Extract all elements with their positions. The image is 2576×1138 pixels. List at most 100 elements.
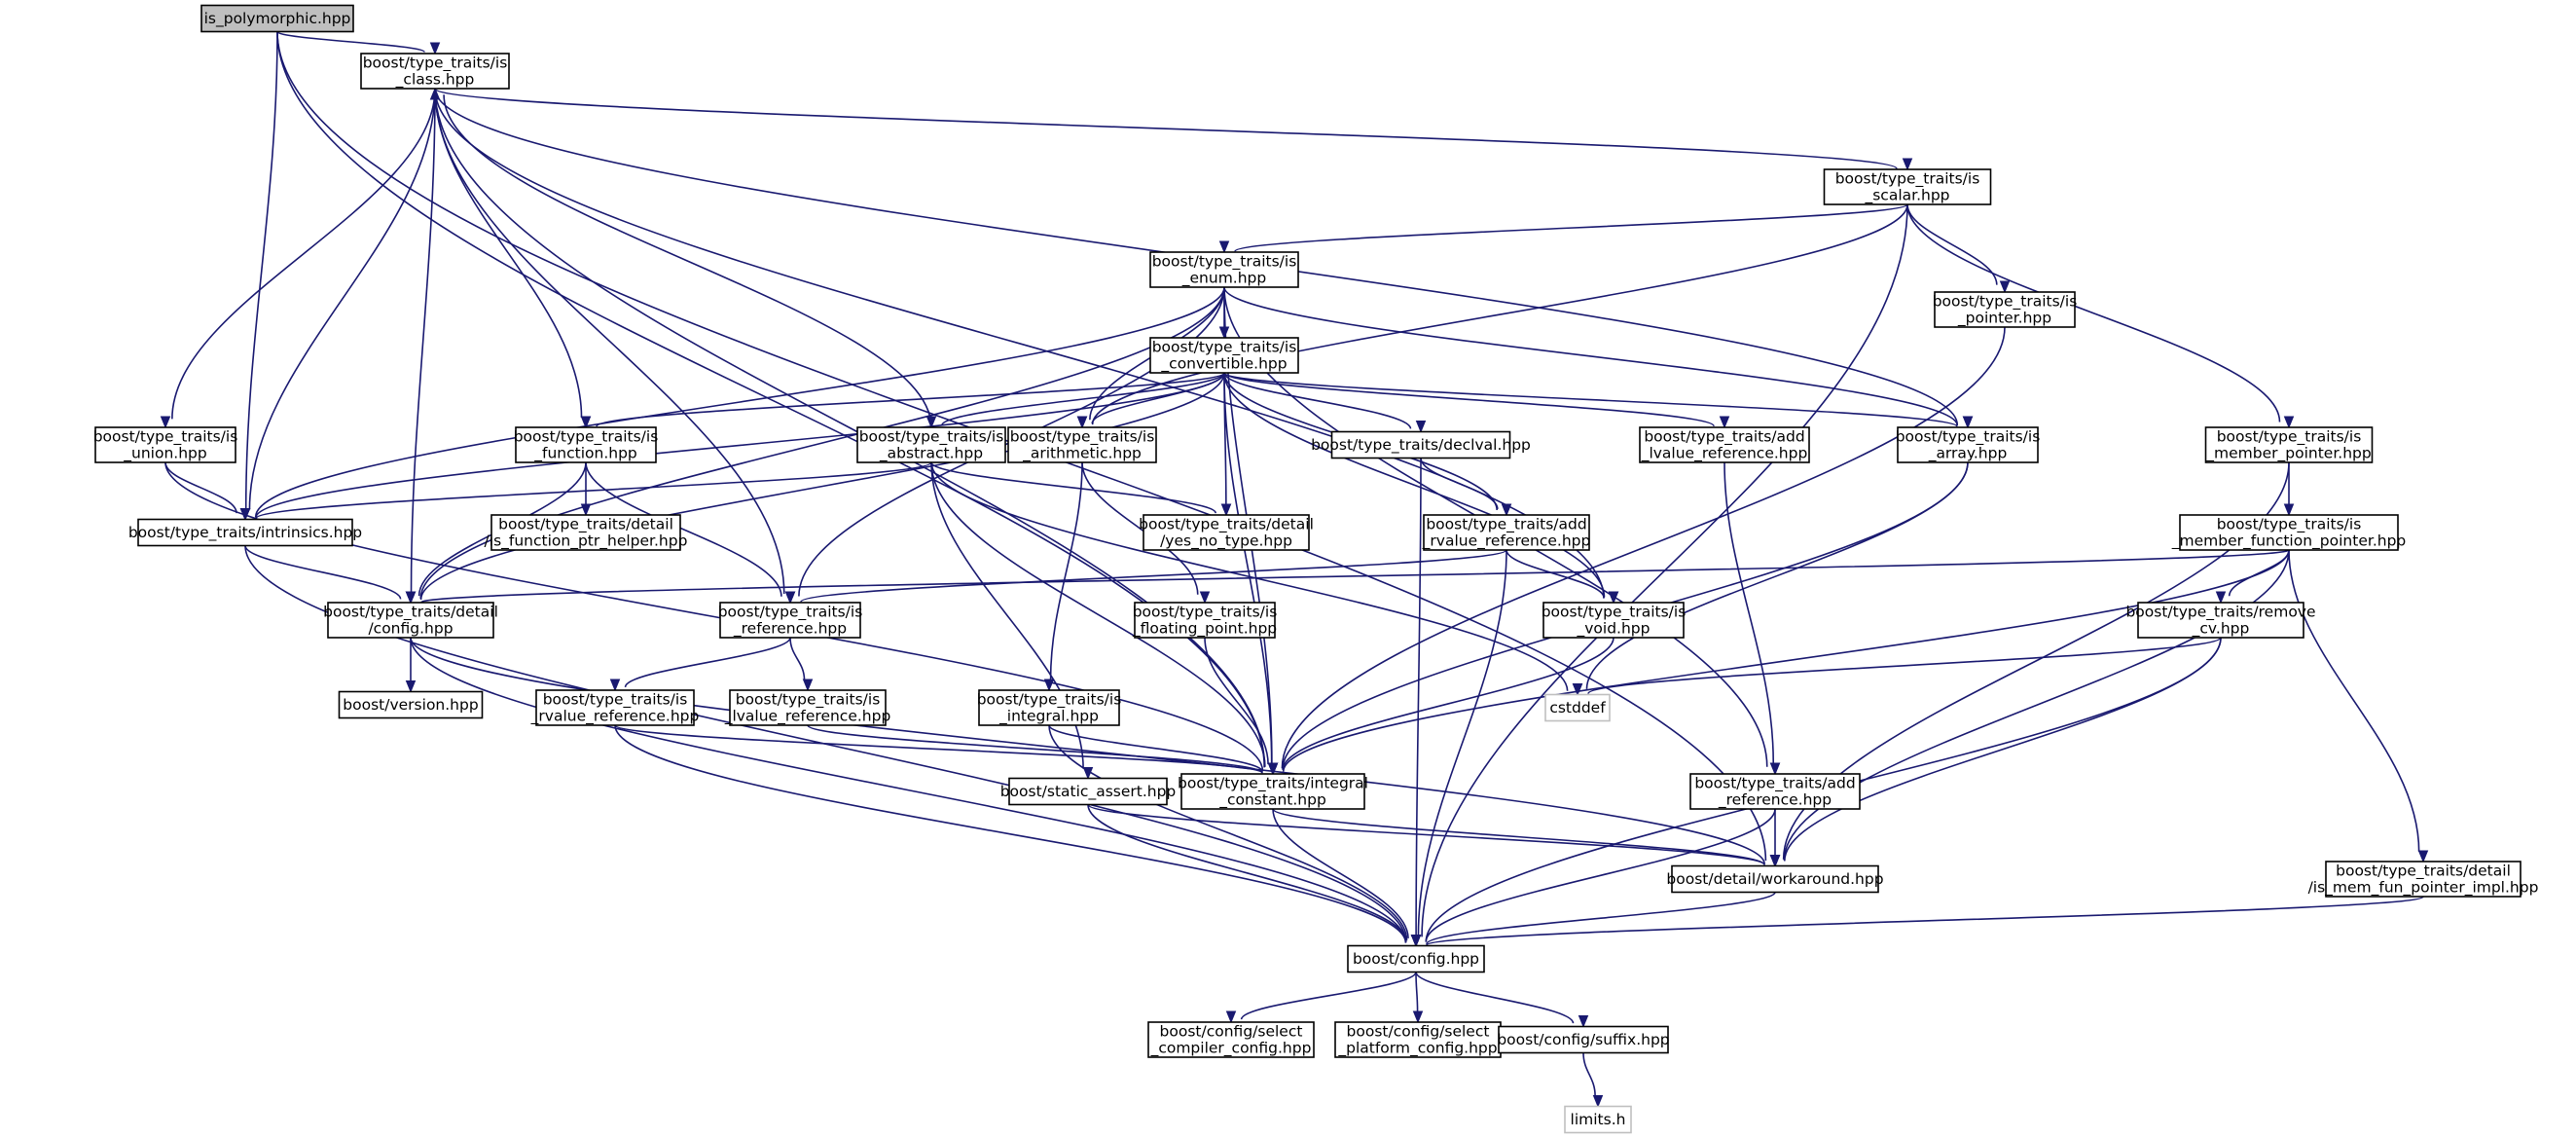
node-detail-config[interactable]: boost/type_traits/detail/config.hpp bbox=[323, 602, 498, 639]
node-cstddef[interactable]: cstddef bbox=[1544, 693, 1611, 722]
node-is-lvalue-reference[interactable]: boost/type_traits/is_lvalue_reference.hp… bbox=[724, 689, 891, 726]
node-intrinsics[interactable]: boost/type_traits/intrinsics.hpp bbox=[128, 518, 362, 547]
edge-is-abstract-to-static-assert bbox=[930, 461, 1094, 780]
edge-line bbox=[624, 637, 791, 688]
node-remove-cv[interactable]: boost/type_traits/remove_cv.hpp bbox=[2125, 602, 2316, 639]
edge-line bbox=[807, 724, 1263, 774]
node-add-lvalue-reference[interactable]: boost/type_traits/add_lvalue_reference.h… bbox=[1639, 426, 1810, 463]
edge-line bbox=[419, 286, 1225, 600]
arrowhead-icon bbox=[1199, 591, 1211, 605]
node-config[interactable]: boost/config.hpp bbox=[1347, 944, 1485, 973]
node-label: boost/type_traits/detail bbox=[323, 604, 498, 622]
node-declval[interactable]: boost/type_traits/declval.hpp bbox=[1311, 430, 1531, 459]
node-label: boost/type_traits/detail bbox=[498, 516, 673, 534]
node-label: _reference.hpp bbox=[733, 620, 847, 639]
edge-line bbox=[930, 461, 1266, 767]
node-label: _arithmetic.hpp bbox=[1022, 445, 1142, 463]
node-box bbox=[1180, 773, 1365, 810]
node-is-enum[interactable]: boost/type_traits/is_enum.hpp bbox=[1149, 251, 1299, 288]
node-label: boost/type_traits/add bbox=[1426, 516, 1586, 534]
node-label: _compiler_config.hpp bbox=[1150, 1040, 1312, 1058]
node-select-compiler-config[interactable]: boost/config/select_compiler_config.hpp bbox=[1147, 1021, 1315, 1058]
node-is-class[interactable]: boost/type_traits/is_class.hpp bbox=[360, 53, 510, 90]
edge-detail-config-to-workaround bbox=[410, 637, 1781, 867]
arrowhead-icon bbox=[784, 591, 796, 605]
edge-line bbox=[596, 372, 1225, 427]
edge-line bbox=[255, 461, 932, 520]
edge-line bbox=[1415, 972, 1419, 1012]
node-is-array[interactable]: boost/type_traits/is_array.hpp bbox=[1896, 426, 2041, 463]
node-is-floating-point[interactable]: boost/type_traits/is_floating_point.hpp bbox=[1132, 602, 1277, 639]
arrowhead-icon bbox=[1719, 416, 1730, 429]
edge-line bbox=[244, 31, 278, 509]
node-label: boost/type_traits/is bbox=[1010, 428, 1155, 447]
node-is-reference[interactable]: boost/type_traits/is_reference.hpp bbox=[718, 602, 863, 639]
node-limits[interactable]: limits.h bbox=[1564, 1105, 1632, 1134]
node-label: /config.hpp bbox=[368, 620, 453, 638]
node-workaround[interactable]: boost/detail/workaround.hpp bbox=[1666, 864, 1884, 894]
arrowhead-icon bbox=[405, 680, 417, 693]
edge-line bbox=[434, 88, 785, 594]
node-suffix[interactable]: boost/config/suffix.hpp bbox=[1497, 1025, 1670, 1054]
node-label: /yes_no_type.hpp bbox=[1160, 532, 1292, 551]
node-select-platform-config[interactable]: boost/config/select_platform_config.hpp bbox=[1334, 1021, 1502, 1058]
node-box bbox=[2204, 426, 2374, 463]
node-box bbox=[338, 690, 484, 719]
node-yes-no-type[interactable]: boost/type_traits/detail/yes_no_type.hpp bbox=[1139, 514, 1314, 551]
node-is-function-ptr-helper[interactable]: boost/type_traits/detail/is_function_ptr… bbox=[485, 514, 688, 551]
node-static-assert[interactable]: boost/static_assert.hpp bbox=[1000, 777, 1177, 806]
edge-is-scalar-to-is-pointer bbox=[1906, 203, 2011, 294]
edge-is-mem-fun-pointer-impl-to-config bbox=[1410, 896, 2424, 947]
arrowhead-icon bbox=[2417, 850, 2429, 863]
node-label: boost/type_traits/add bbox=[1694, 775, 1855, 793]
node-box bbox=[2179, 514, 2399, 551]
edge-line bbox=[1087, 804, 1407, 942]
node-is-member-pointer[interactable]: boost/type_traits/is_member_pointer.hpp bbox=[2204, 426, 2374, 463]
edge-is-function-to-is-function-ptr-helper bbox=[580, 461, 592, 517]
node-box bbox=[1007, 426, 1157, 463]
edge-line bbox=[1223, 286, 1958, 426]
arrowhead-icon bbox=[1999, 280, 2011, 294]
edge-is-rvalue-reference-to-config bbox=[614, 724, 1422, 947]
edge-is-member-function-pointer-to-workaround bbox=[1769, 549, 2290, 867]
node-is-void[interactable]: boost/type_traits/is_void.hpp bbox=[1542, 602, 1687, 639]
node-is-mem-fun-pointer-impl[interactable]: boost/type_traits/detail/is_mem_fun_poin… bbox=[2308, 861, 2539, 898]
node-is-polymorphic[interactable]: is_polymorphic.hpp bbox=[200, 4, 354, 33]
dependency-edges bbox=[160, 30, 2429, 1108]
edge-is-union-to-intrinsics bbox=[164, 461, 251, 521]
edge-detail-config-to-version bbox=[405, 637, 417, 693]
node-is-rvalue-reference[interactable]: boost/type_traits/is_rvalue_reference.hp… bbox=[530, 689, 700, 726]
node-integral-constant[interactable]: boost/type_traits/integral_constant.hpp bbox=[1178, 773, 1368, 810]
node-add-reference[interactable]: boost/type_traits/add_reference.hpp bbox=[1689, 773, 1861, 810]
node-is-abstract[interactable]: boost/type_traits/is_abstract.hpp bbox=[856, 426, 1006, 463]
edge-line bbox=[1585, 461, 1969, 689]
node-version[interactable]: boost/version.hpp bbox=[338, 690, 484, 719]
edge-add-lvalue-reference-to-add-reference bbox=[1723, 461, 1781, 776]
node-add-rvalue-reference[interactable]: boost/type_traits/add_rvalue_reference.h… bbox=[1422, 514, 1591, 551]
arrowhead-icon bbox=[1769, 762, 1781, 776]
edge-add-reference-to-workaround bbox=[1769, 809, 1781, 867]
arrowhead-icon bbox=[1220, 503, 1232, 517]
edge-line bbox=[434, 88, 583, 418]
node-is-union[interactable]: boost/type_traits/is_union.hpp bbox=[93, 426, 238, 463]
edge-is-arithmetic-to-is-integral bbox=[1043, 461, 1083, 692]
node-label: boost/type_traits/is bbox=[363, 55, 508, 73]
edge-line bbox=[1426, 891, 1776, 945]
edge-is-class-to-is-scalar bbox=[434, 88, 1913, 171]
node-is-integral[interactable]: boost/type_traits/is_integral.hpp bbox=[977, 689, 1122, 726]
node-is-pointer[interactable]: boost/type_traits/is_pointer.hpp bbox=[1933, 291, 2078, 328]
node-box bbox=[729, 689, 887, 726]
arrowhead-icon bbox=[160, 416, 171, 429]
node-is-scalar[interactable]: boost/type_traits/is_scalar.hpp bbox=[1823, 168, 1992, 205]
edge-line bbox=[1282, 637, 1615, 771]
node-is-convertible[interactable]: boost/type_traits/is_convertible.hpp bbox=[1149, 337, 1299, 374]
node-box bbox=[200, 4, 354, 33]
node-label: boost/type_traits/add bbox=[1644, 428, 1804, 447]
arrowhead-icon bbox=[580, 416, 592, 429]
node-is-function[interactable]: boost/type_traits/is_function.hpp bbox=[514, 426, 659, 463]
node-label: _cv.hpp bbox=[2192, 620, 2250, 639]
node-is-arithmetic[interactable]: boost/type_traits/is_arithmetic.hpp bbox=[1007, 426, 1157, 463]
node-is-member-function-pointer[interactable]: boost/type_traits/is_member_function_poi… bbox=[2171, 514, 2407, 551]
arrowhead-icon bbox=[429, 87, 441, 100]
